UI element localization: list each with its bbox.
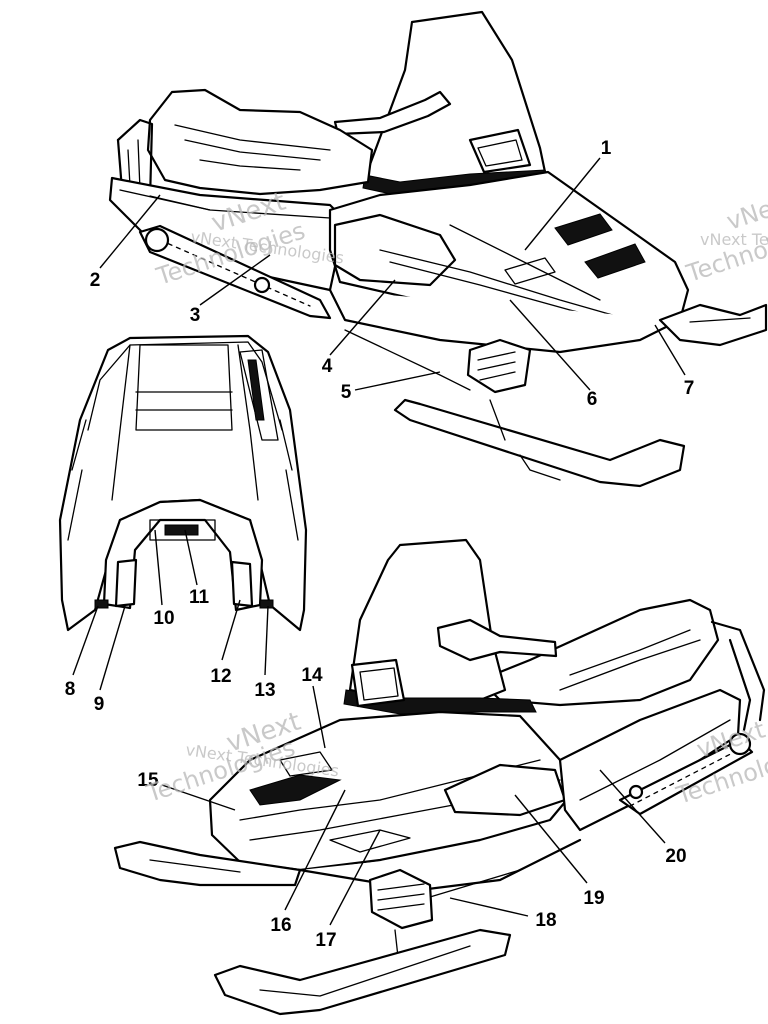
ski-right-bottom	[213, 928, 512, 1016]
hood-detached-illustration	[58, 334, 308, 632]
callout-14[interactable]: 14	[301, 665, 323, 686]
snowmobile-top-illustration	[108, 10, 768, 488]
callout-5[interactable]: 5	[341, 382, 352, 403]
callout-9[interactable]: 9	[94, 694, 105, 715]
callout-7[interactable]: 7	[684, 378, 695, 399]
leader-1	[524, 157, 601, 251]
ski-right-top	[658, 303, 768, 347]
leader-15	[161, 784, 236, 811]
leader-5	[354, 371, 441, 391]
hood-vent-1-top	[554, 213, 613, 246]
hood-vent-bottom	[249, 774, 342, 806]
leader-lines	[72, 157, 686, 926]
leader-19	[514, 794, 588, 884]
leader-17	[329, 829, 381, 926]
hood-decal-right	[230, 560, 254, 608]
callout-6[interactable]: 6	[587, 389, 598, 410]
hood-badge	[164, 524, 199, 536]
callout-15[interactable]: 15	[137, 770, 159, 791]
leader-10	[154, 529, 163, 606]
hood-windshield-opening	[135, 344, 233, 431]
ski-left-bottom	[113, 840, 302, 887]
leader-6	[509, 299, 591, 391]
leader-7	[654, 324, 686, 376]
callout-19[interactable]: 19	[583, 888, 604, 909]
rear-rack-top	[116, 118, 154, 202]
callout-labels: 1 2 3 4 5 6 7 8 9 10 11 12 13 14 15 16 1…	[65, 138, 695, 951]
callout-12[interactable]: 12	[210, 666, 231, 687]
track-top	[138, 224, 332, 320]
ski-left-top	[393, 398, 686, 488]
leader-3	[199, 254, 271, 306]
callout-10[interactable]: 10	[153, 608, 174, 629]
leader-14	[312, 685, 326, 749]
snowmobile-bottom-illustration	[113, 538, 766, 1016]
seat-bottom	[478, 598, 720, 707]
leader-16	[284, 789, 346, 911]
hood-top	[328, 170, 690, 337]
callout-8[interactable]: 8	[65, 679, 76, 700]
callout-4[interactable]: 4	[322, 356, 333, 377]
watermark-right-line1: vNext	[723, 187, 768, 235]
callout-20[interactable]: 20	[665, 846, 686, 867]
leader-2	[99, 194, 161, 269]
tunnel-side-bottom	[558, 688, 742, 832]
leader-4	[329, 279, 396, 356]
callout-16[interactable]: 16	[270, 915, 291, 936]
callout-18[interactable]: 18	[535, 910, 556, 931]
callout-11[interactable]: 11	[189, 587, 210, 608]
callout-3[interactable]: 3	[190, 305, 201, 326]
hood-vent-2-top	[584, 243, 646, 279]
handlebar-top	[333, 90, 452, 136]
windshield-trim-bottom	[343, 689, 537, 715]
hood-nose-opening	[102, 498, 264, 612]
rear-rack-bottom	[710, 620, 766, 722]
callout-17[interactable]: 17	[315, 930, 336, 951]
leader-12	[221, 599, 241, 661]
leader-8	[72, 605, 99, 676]
callout-2[interactable]: 2	[90, 270, 101, 291]
side-panel-top	[333, 213, 457, 287]
watermark-right-inline: vNext Technologies	[700, 230, 768, 249]
callout-1[interactable]: 1	[601, 138, 612, 159]
hood-decal-left	[114, 558, 138, 608]
leader-20	[599, 769, 666, 844]
leader-9	[99, 605, 126, 691]
handlebar-bottom	[436, 618, 558, 662]
leader-18	[449, 897, 529, 917]
callout-13[interactable]: 13	[254, 680, 275, 701]
leader-11	[184, 529, 198, 586]
hood-outline	[58, 334, 308, 632]
hood-badge-frame	[149, 519, 216, 541]
leader-13	[264, 605, 269, 676]
